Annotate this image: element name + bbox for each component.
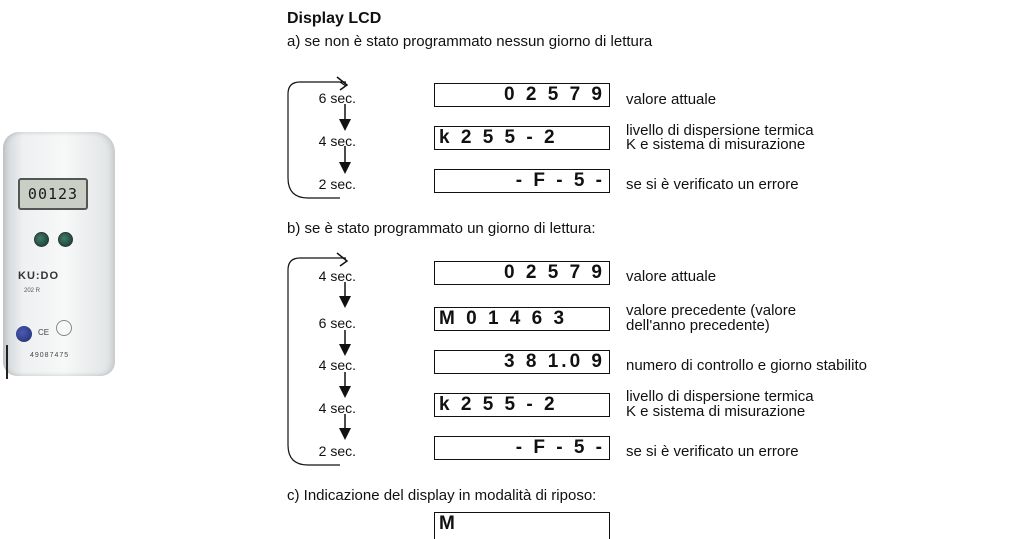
duration-label: 2 sec. bbox=[318, 176, 356, 192]
display-description-line2: K e sistema di misurazione bbox=[626, 403, 806, 420]
device-button-left bbox=[34, 232, 49, 247]
lcd-display-box: - F - 5 - bbox=[434, 169, 610, 193]
page-title: Display LCD bbox=[287, 10, 382, 27]
section-c-heading: c) Indicazione del display in modalità d… bbox=[287, 487, 597, 504]
display-description: valore attuale bbox=[626, 268, 717, 285]
display-description-line2: dell'anno precedente) bbox=[626, 317, 770, 334]
heat-meter-photo: 00123 KU:DO 202 R CE 49087475 bbox=[0, 130, 120, 380]
duration-label: 4 sec. bbox=[318, 400, 356, 416]
section-a-loop-line bbox=[287, 81, 346, 199]
lcd-display-box: 3 8 1.0 9 bbox=[434, 350, 610, 374]
display-description: valore attuale bbox=[626, 91, 717, 108]
duration-label: 4 sec. bbox=[318, 133, 356, 149]
duration-label: 4 sec. bbox=[318, 268, 356, 284]
lcd-display-box: k 2 5 5 - 2 bbox=[434, 393, 610, 417]
section-b-loop-line bbox=[287, 257, 346, 466]
display-description-line2: K e sistema di misurazione bbox=[626, 136, 806, 153]
section-b-heading: b) se è stato programmato un giorno di l… bbox=[287, 220, 596, 237]
display-description: se si è verificato un errore bbox=[626, 443, 799, 460]
device-blue-seal bbox=[16, 326, 32, 342]
ce-mark-icon: CE bbox=[38, 328, 50, 337]
device-serial: 49087475 bbox=[30, 352, 70, 359]
lcd-display-box: - F - 5 - bbox=[434, 436, 610, 460]
display-description: livello di dispersione termica bbox=[626, 388, 814, 405]
device-brand: KU:DO bbox=[18, 270, 60, 282]
lcd-display-box: k 2 5 5 - 2 bbox=[434, 126, 610, 150]
duration-label: 2 sec. bbox=[318, 443, 356, 459]
lcd-display-box: M 0 1 4 6 3 bbox=[434, 307, 610, 331]
device-lcd: 00123 bbox=[18, 178, 88, 210]
lcd-display-box: 0 2 5 7 9 bbox=[434, 261, 610, 285]
device-model: 202 R bbox=[24, 288, 41, 294]
display-description: valore precedente (valore bbox=[626, 302, 797, 319]
lcd-display-box: 0 2 5 7 9 bbox=[434, 83, 610, 107]
display-description: livello di dispersione termica bbox=[626, 122, 814, 139]
duration-label: 4 sec. bbox=[318, 357, 356, 373]
display-description: se si è verificato un errore bbox=[626, 176, 799, 193]
display-description: numero di controllo e giorno stabilito bbox=[626, 357, 867, 374]
device-button-right bbox=[58, 232, 73, 247]
approval-seal-icon bbox=[56, 320, 72, 336]
lcd-display-box: M bbox=[434, 512, 610, 539]
duration-label: 6 sec. bbox=[318, 315, 356, 331]
duration-label: 6 sec. bbox=[318, 90, 356, 106]
device-edge bbox=[6, 345, 8, 379]
section-a-heading: a) se non è stato programmato nessun gio… bbox=[287, 33, 653, 50]
